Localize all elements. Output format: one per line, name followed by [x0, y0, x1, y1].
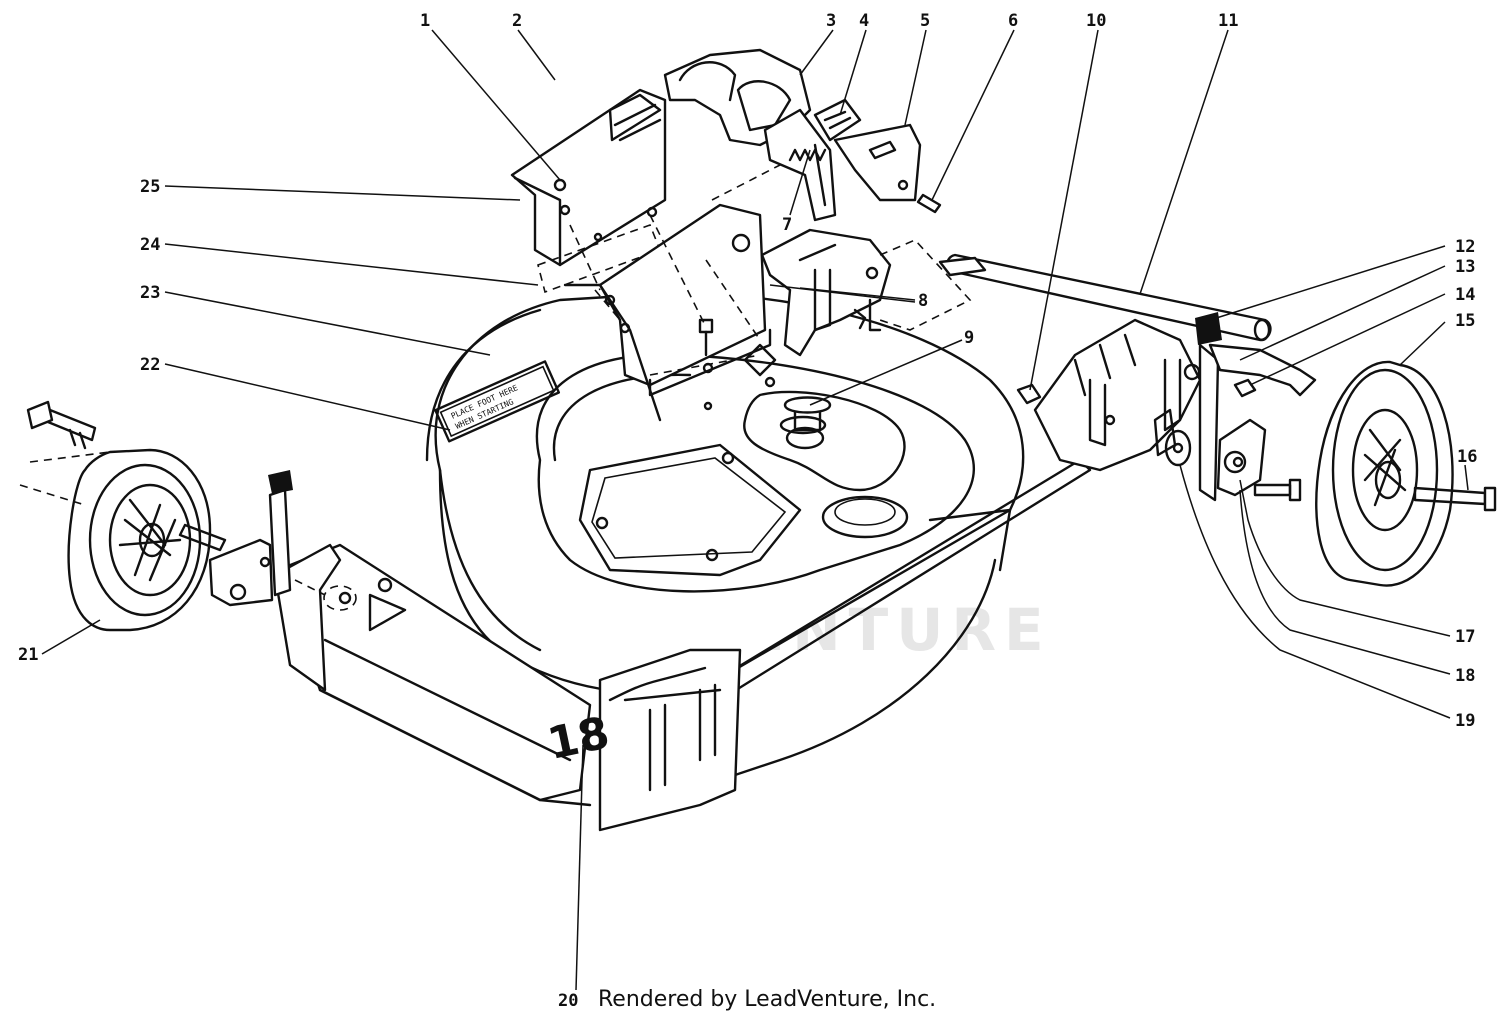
callout-1: 1 — [420, 11, 430, 31]
callout-18: 18 — [1455, 666, 1475, 686]
callout-numbers: 1 2 3 4 5 6 7 8 9 10 11 12 13 14 15 16 1… — [18, 11, 1477, 1011]
callout-10: 10 — [1086, 11, 1106, 31]
callout-17: 17 — [1455, 627, 1475, 647]
callout-23: 23 — [140, 283, 160, 303]
right-rear-wheel — [1164, 360, 1497, 587]
callout-6: 6 — [1008, 11, 1018, 31]
left-front-wheel — [19, 400, 326, 632]
callout-16: 16 — [1457, 447, 1477, 467]
callout-14: 14 — [1455, 285, 1475, 305]
callout-8: 8 — [918, 291, 928, 311]
callout-20: 20 — [558, 991, 578, 1011]
callout-2: 2 — [512, 11, 522, 31]
deck-size-marking: 18 — [543, 707, 613, 770]
callout-24: 24 — [140, 235, 160, 255]
deck-housing: 18 PLACE FOOT HERE WHEN STARTING — [273, 292, 1220, 832]
callout-12: 12 — [1455, 237, 1475, 257]
leader-lines — [41, 29, 1469, 991]
callout-7: 7 — [782, 215, 792, 235]
callout-9: 9 — [964, 328, 974, 348]
callout-3: 3 — [826, 11, 836, 31]
callout-25: 25 — [140, 177, 160, 197]
handle-bracket-assembly — [510, 48, 972, 450]
rear-axle-assembly — [938, 253, 1317, 405]
callout-11: 11 — [1218, 11, 1238, 31]
callout-19: 19 — [1455, 711, 1475, 731]
callout-4: 4 — [859, 11, 869, 31]
callout-21: 21 — [18, 645, 38, 665]
callout-5: 5 — [920, 11, 930, 31]
render-credit: Rendered by LeadVenture, Inc. — [598, 987, 937, 1012]
callout-13: 13 — [1455, 257, 1475, 277]
callout-22: 22 — [140, 355, 160, 375]
callout-15: 15 — [1455, 311, 1475, 331]
